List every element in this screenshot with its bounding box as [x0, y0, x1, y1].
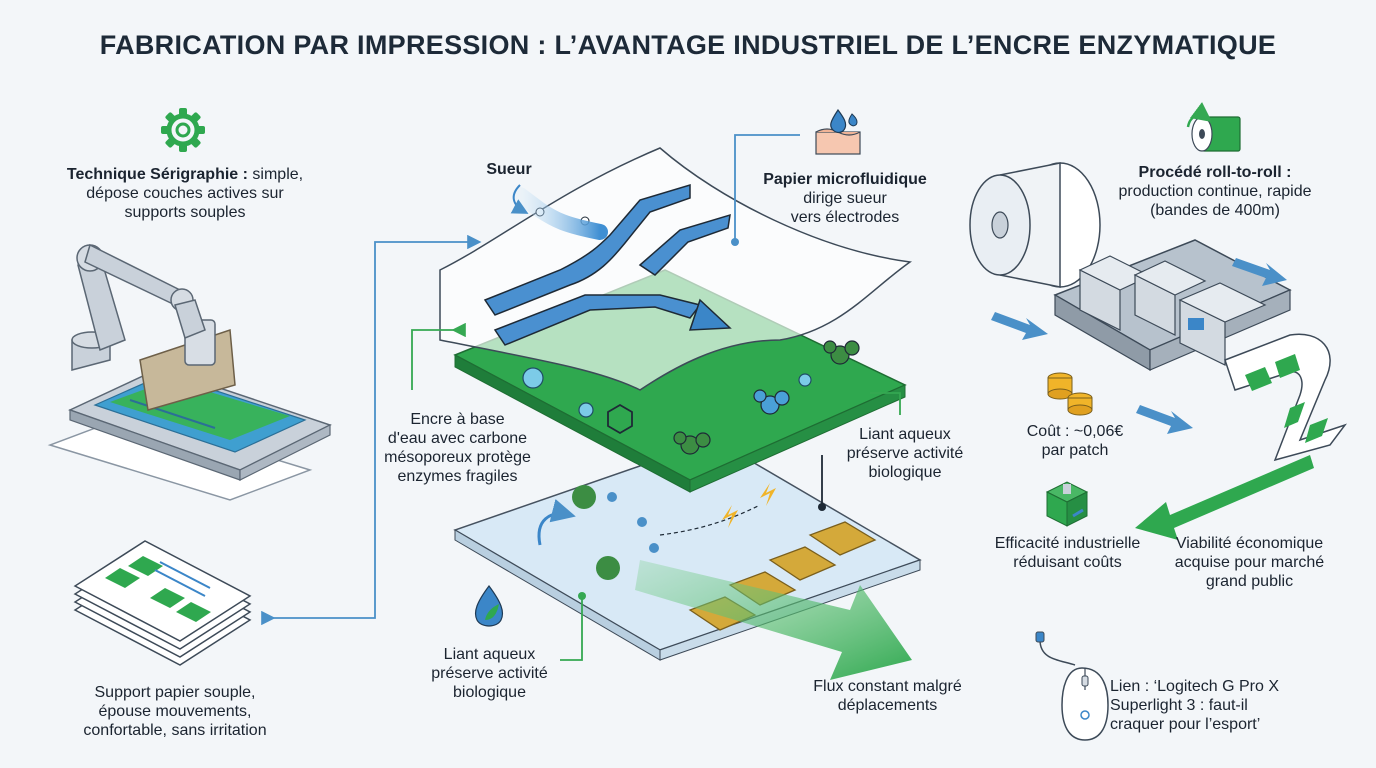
binder-bottom-connector	[560, 596, 583, 661]
efficiency-arrow	[1135, 455, 1314, 540]
binder-connector	[870, 392, 901, 415]
cost-label: Coût : ~0,06€ par patch	[1026, 423, 1124, 459]
microfluidic-paper	[439, 147, 913, 391]
microfluidic-label: Papier microfluidique dirige sueur vers …	[763, 171, 927, 226]
flux-arrow	[635, 560, 912, 680]
box-icon	[1045, 481, 1089, 527]
link-label[interactable]: Lien : ‘Logitech G Pro X Superlight 3 : …	[1110, 678, 1279, 733]
coins-icon	[1047, 372, 1093, 416]
sweat-arrow	[510, 184, 529, 214]
mouse-icon	[1035, 631, 1109, 741]
viability-label: Viabilité économique acquise pour marché…	[1174, 535, 1325, 590]
roll-recycle-icon	[1186, 102, 1241, 152]
flux-label: Flux constant malgré déplacements	[813, 678, 962, 714]
connector-line	[734, 134, 800, 242]
connector-arrow	[261, 234, 482, 626]
sweat-label: Sueur	[486, 161, 532, 178]
roll-to-roll-label: Procédé roll-to-roll : production contin…	[1118, 164, 1312, 219]
paper-support-label: Support papier souple, épouse mouvements…	[83, 684, 267, 739]
binder-bottom-label: Liant aqueux préserve activité biologiqu…	[431, 646, 548, 701]
binder-right-label: Liant aqueux préserve activité biologiqu…	[846, 426, 964, 481]
ink-label: Encre à base d'eau avec carbone mésopore…	[384, 411, 531, 485]
process-arrow	[1232, 258, 1287, 286]
efficiency-label: Efficacité industrielle réduisant coûts	[994, 535, 1141, 571]
screen-printing-label: Technique Sérigraphie : simple, dépose c…	[66, 166, 304, 221]
leaf-drop-icon	[474, 584, 504, 627]
process-arrow	[1136, 405, 1193, 434]
roll-to-roll-machine	[969, 162, 1348, 462]
gear-icon	[161, 108, 205, 152]
process-arrow	[991, 312, 1048, 340]
water-drop-skin-icon	[815, 108, 861, 155]
page-title: FABRICATION PAR IMPRESSION : L’AVANTAGE …	[99, 30, 1277, 60]
paper-stack	[73, 540, 252, 666]
ink-connector	[411, 322, 466, 390]
screen-printing-machine	[47, 243, 332, 501]
